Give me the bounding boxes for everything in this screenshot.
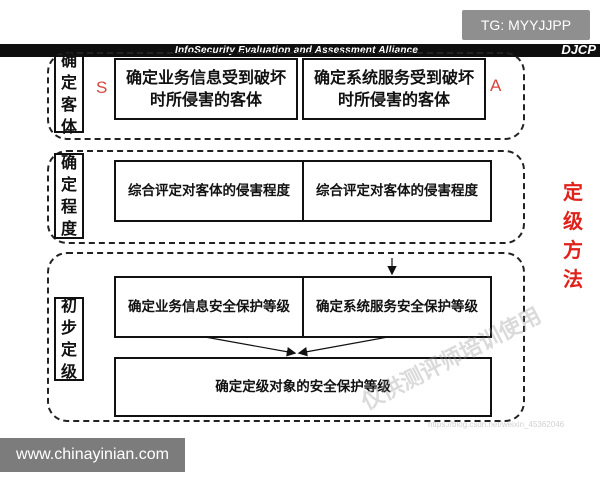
box-business-info-object: 确定业务信息受到破坏时所侵害的客体	[114, 58, 298, 120]
tg-watermark-badge: TG: MYYJJPP	[462, 10, 590, 40]
section-determine-degree	[47, 150, 525, 244]
section-label-determine-object: 确定客体	[54, 51, 84, 136]
box-system-service-protection-level: 确定系统服务安全保护等级	[302, 276, 492, 338]
letter-s: S	[96, 78, 108, 97]
letter-a: A	[490, 76, 502, 95]
header-title: InfoSecurity Evaluation and Assessment A…	[175, 45, 419, 56]
box-business-harm-degree: 综合评定对客体的侵害程度	[114, 160, 304, 222]
box-system-service-object: 确定系统服务受到破坏时所侵害的客体	[302, 58, 486, 120]
arrow-service-to-target	[297, 336, 389, 357]
section-label-preliminary-grading: 初步定级	[54, 296, 84, 381]
arrow-business-to-target	[204, 336, 297, 357]
djcp-logo: DJCP	[561, 42, 596, 57]
section-preliminary-grading	[47, 252, 525, 422]
footer-site-url: www.chinayinian.com	[0, 438, 185, 472]
method-label: 定级方法	[563, 180, 583, 291]
section-determine-object	[47, 52, 525, 140]
watermark-blog-url: https://blog.csdn.net/weixin_45362046	[428, 420, 565, 429]
box-target-protection-level: 确定定级对象的安全保护等级	[114, 357, 492, 417]
box-service-harm-degree: 综合评定对客体的侵害程度	[302, 160, 492, 222]
section-label-determine-degree: 确定程度	[54, 153, 84, 239]
